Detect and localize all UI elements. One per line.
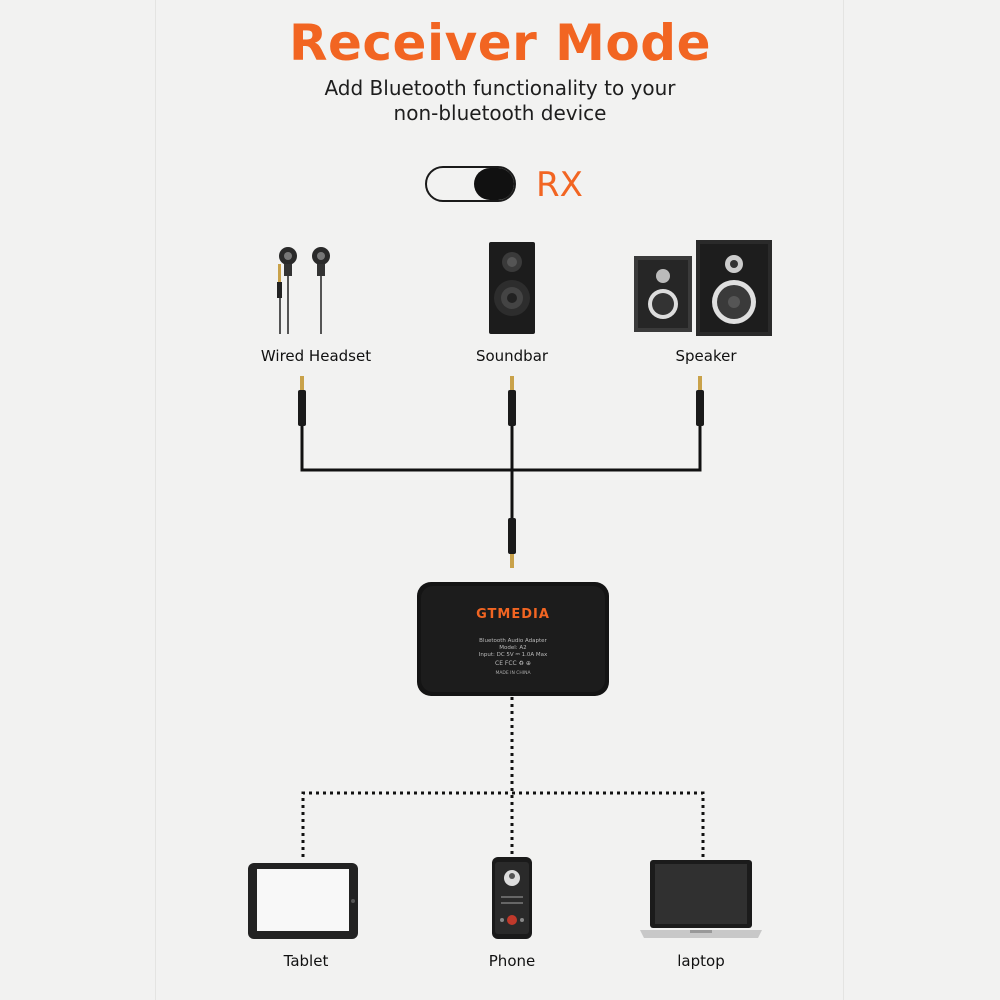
adapter-spec-4: CE FCC ♻ ⊕ [495, 660, 531, 667]
device-label-soundbar: Soundbar [432, 347, 592, 365]
device-label-speaker: Speaker [626, 347, 786, 365]
bluetooth-links [303, 697, 703, 857]
jack-plug-adapter [508, 518, 516, 568]
audio-cables [302, 425, 700, 520]
bluetooth-adapter: GTMEDIA Bluetooth Audio Adapter Model: A… [415, 580, 611, 698]
jack-plug-headset [298, 376, 306, 426]
device-label-laptop: laptop [621, 952, 781, 970]
jack-plug-soundbar [508, 376, 516, 426]
adapter-brand: GTMEDIA [476, 607, 550, 622]
device-label-phone: Phone [432, 952, 592, 970]
adapter-spec-5: MADE IN CHINA [495, 670, 531, 676]
device-label-headset: Wired Headset [236, 347, 396, 365]
laptop-icon [638, 858, 764, 942]
jack-plug-speaker [696, 376, 704, 426]
adapter-spec-3: Input: DC 5V ⎓ 1.0A Max [479, 652, 548, 658]
adapter-spec-1: Bluetooth Audio Adapter [479, 638, 547, 644]
adapter-spec-2: Model: A2 [499, 645, 526, 651]
headset-icon [266, 242, 338, 338]
tablet-icon [247, 862, 359, 940]
speaker-icon [630, 236, 776, 338]
phone-icon [491, 856, 533, 940]
soundbar-icon [487, 240, 537, 336]
device-label-tablet: Tablet [226, 952, 386, 970]
